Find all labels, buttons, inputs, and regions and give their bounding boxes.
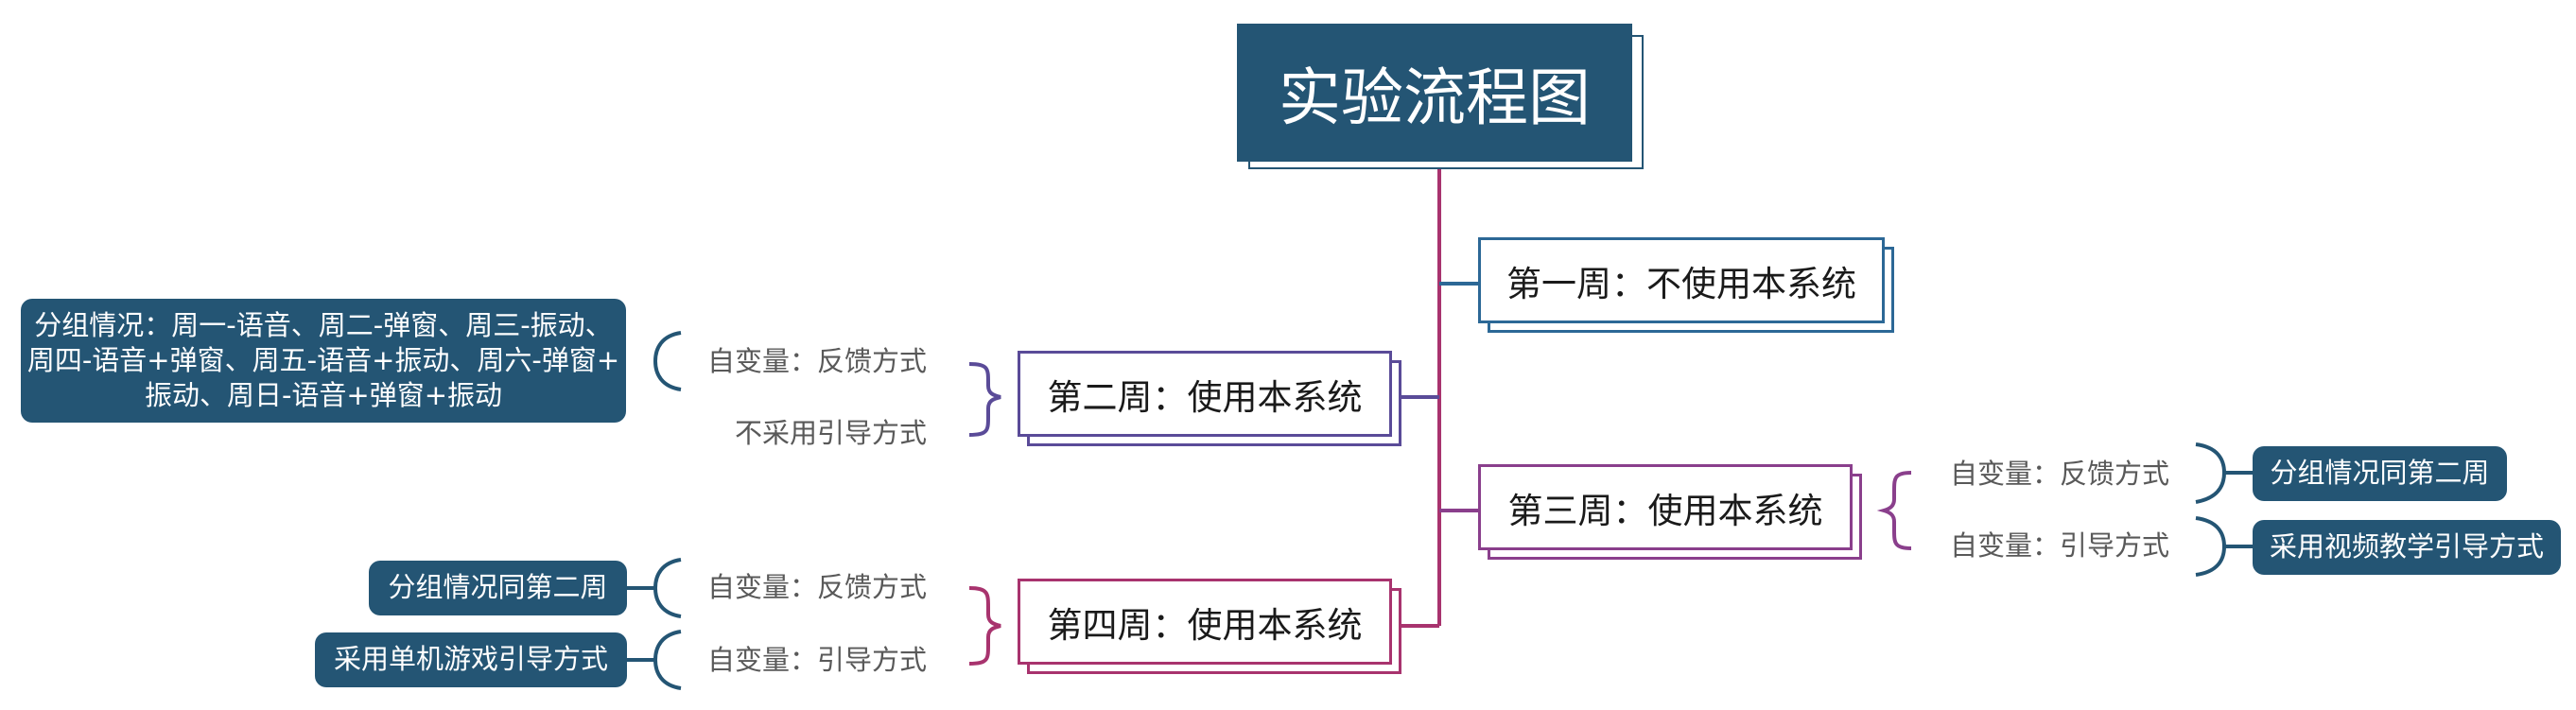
week2-label: 第二周：使用本系统 — [1047, 376, 1363, 418]
week3-node: 第三周：使用本系统 — [1478, 464, 1853, 550]
bracket-week2-left — [653, 331, 682, 391]
page-title: 实验流程图 — [1237, 24, 1632, 162]
week2-var-feedback: 自变量：反馈方式 — [706, 345, 927, 377]
bracket-week3-bottom — [2195, 516, 2227, 577]
week4-var-feedback: 自变量：反馈方式 — [706, 571, 927, 603]
week3-label: 第三周：使用本系统 — [1507, 490, 1823, 531]
week4-var-guide: 自变量：引导方式 — [706, 644, 927, 676]
week1-node: 第一周：不使用本系统 — [1478, 237, 1885, 323]
week3-guide-tag: 采用视频教学引导方式 — [2253, 520, 2561, 575]
week4-node: 第四周：使用本系统 — [1018, 579, 1392, 665]
week4-group-tag: 分组情况同第二周 — [369, 561, 627, 615]
week2-group-line1: 分组情况：周一-语音、周二-弹窗、周三-振动、 — [34, 308, 613, 341]
week4-label: 第四周：使用本系统 — [1047, 604, 1363, 646]
week4-guide-tag: 采用单机游戏引导方式 — [315, 632, 627, 687]
bracket-week4-bottom — [653, 630, 682, 690]
week3-var-feedback: 自变量：反馈方式 — [1950, 458, 2170, 490]
week1-label: 第一周：不使用本系统 — [1506, 263, 1856, 304]
week2-group-tag: 分组情况：周一-语音、周二-弹窗、周三-振动、 周四-语音+弹窗、周五-语音+振… — [21, 299, 626, 423]
week2-group-line3: 振动、周日-语音+弹窗+振动 — [144, 379, 503, 412]
brace-week3 — [1876, 471, 1912, 550]
week2-group-line2: 周四-语音+弹窗、周五-语音+振动、周六-弹窗+ — [26, 343, 620, 376]
bracket-week4-top — [653, 558, 682, 618]
week3-group-tag: 分组情况同第二周 — [2253, 446, 2507, 501]
week2-node: 第二周：使用本系统 — [1018, 351, 1392, 437]
brace-week4 — [968, 586, 1001, 666]
week2-no-guide: 不采用引导方式 — [734, 417, 927, 449]
bracket-week3-top — [2195, 442, 2227, 504]
week3-var-guide: 自变量：引导方式 — [1950, 529, 2170, 562]
brace-week2 — [968, 362, 1001, 437]
